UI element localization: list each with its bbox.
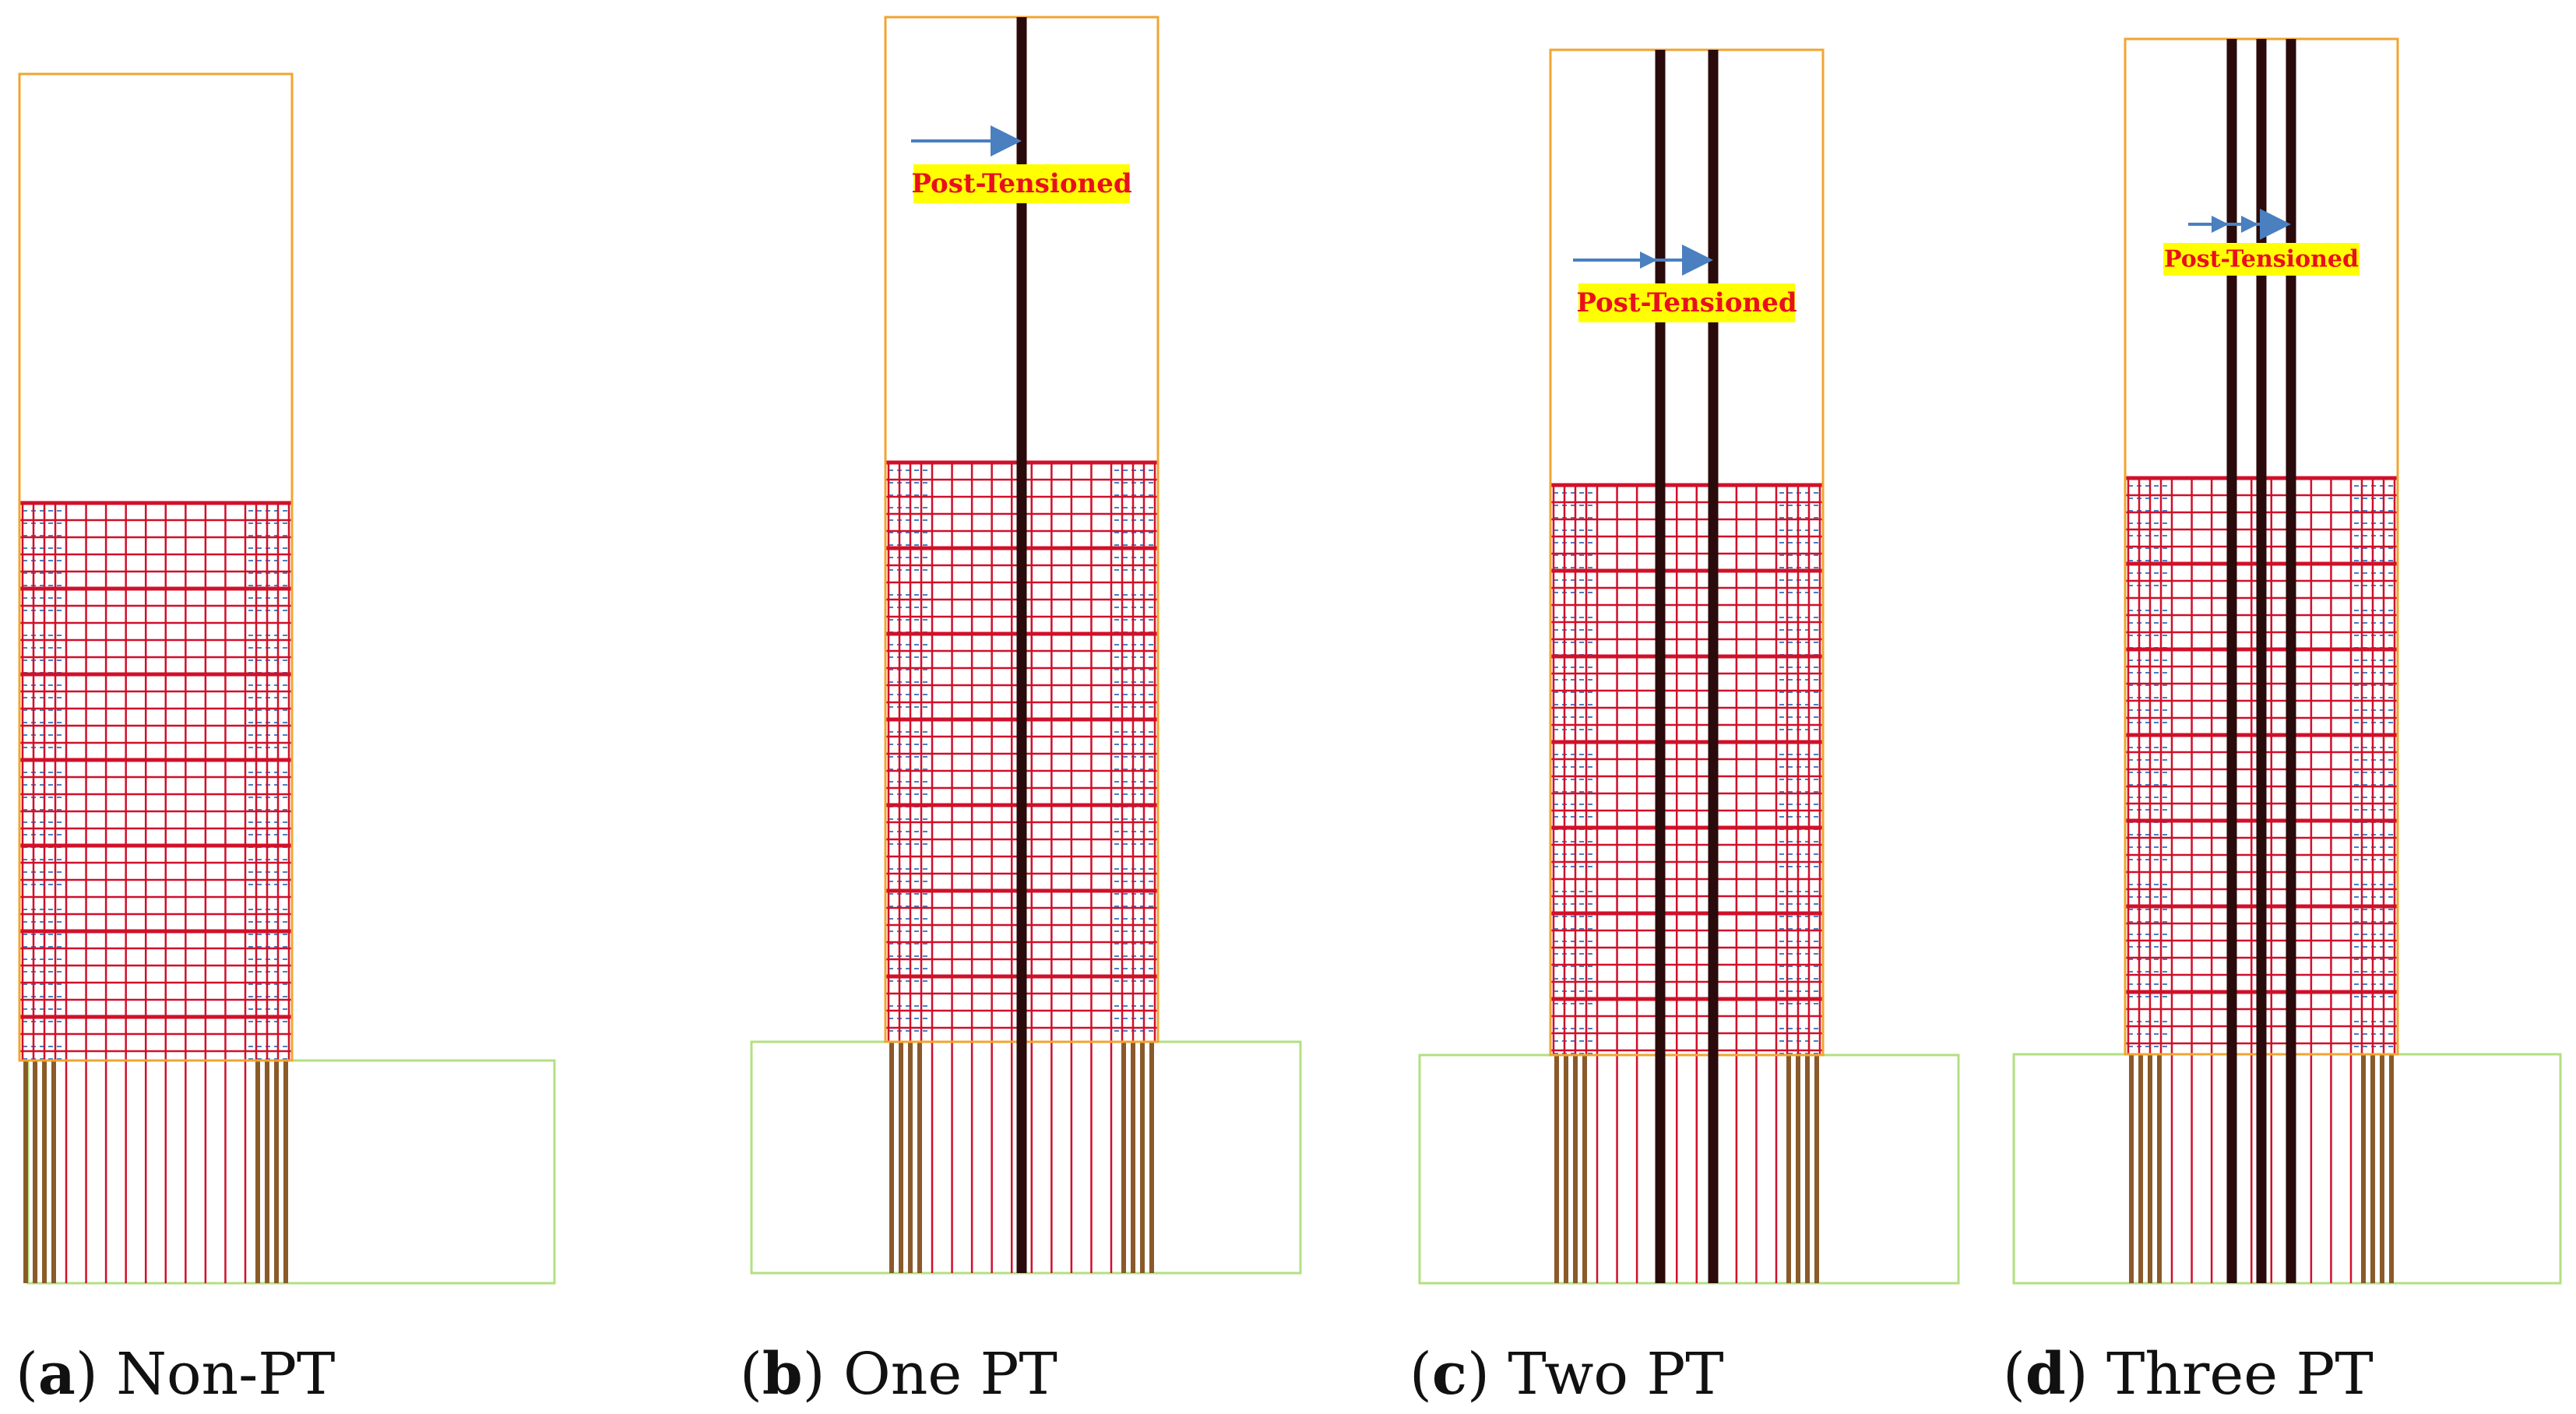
caption-d: (d) Three PT [2003,1341,2374,1408]
arrowhead [2212,216,2229,233]
caption-a: (a) Non-PT [16,1341,336,1408]
post-tensioned-label: Post-Tensioned [911,164,1132,203]
panel-c: Post-Tensioned [1418,48,1960,1285]
arrowhead [2241,216,2258,233]
column-outline [1549,48,1825,1057]
caption-c: (c) Two PT [1409,1341,1724,1408]
label-text: Post-Tensioned [911,168,1131,199]
arrowhead [1640,251,1657,269]
caption-b: (b) One PT [740,1341,1057,1408]
panel-a [18,72,556,1285]
column-outline [18,72,294,1062]
caption-b-letter: b [762,1341,803,1408]
caption-b-title: One PT [843,1341,1057,1408]
label-background [913,164,1130,203]
label-text: Post-Tensioned [1576,287,1797,318]
panel-b: Post-Tensioned [750,16,1302,1275]
label-background [1578,283,1795,322]
footing-outline [26,1059,556,1285]
post-tensioned-label: Post-Tensioned [2163,243,2360,276]
caption-a-title: Non-PT [116,1341,336,1408]
caption-d-title: Three PT [2106,1341,2374,1408]
caption-c-title: Two PT [1508,1341,1724,1408]
post-tensioned-label: Post-Tensioned [1576,283,1797,322]
label-text: Post-Tensioned [2164,246,2359,273]
panel-d: Post-Tensioned [2012,37,2562,1285]
footing-outline [1418,1053,1960,1285]
caption-a-letter: a [37,1341,76,1408]
label-background [2163,243,2360,276]
caption-c-letter: c [1431,1341,1467,1408]
caption-d-letter: d [2025,1341,2066,1408]
